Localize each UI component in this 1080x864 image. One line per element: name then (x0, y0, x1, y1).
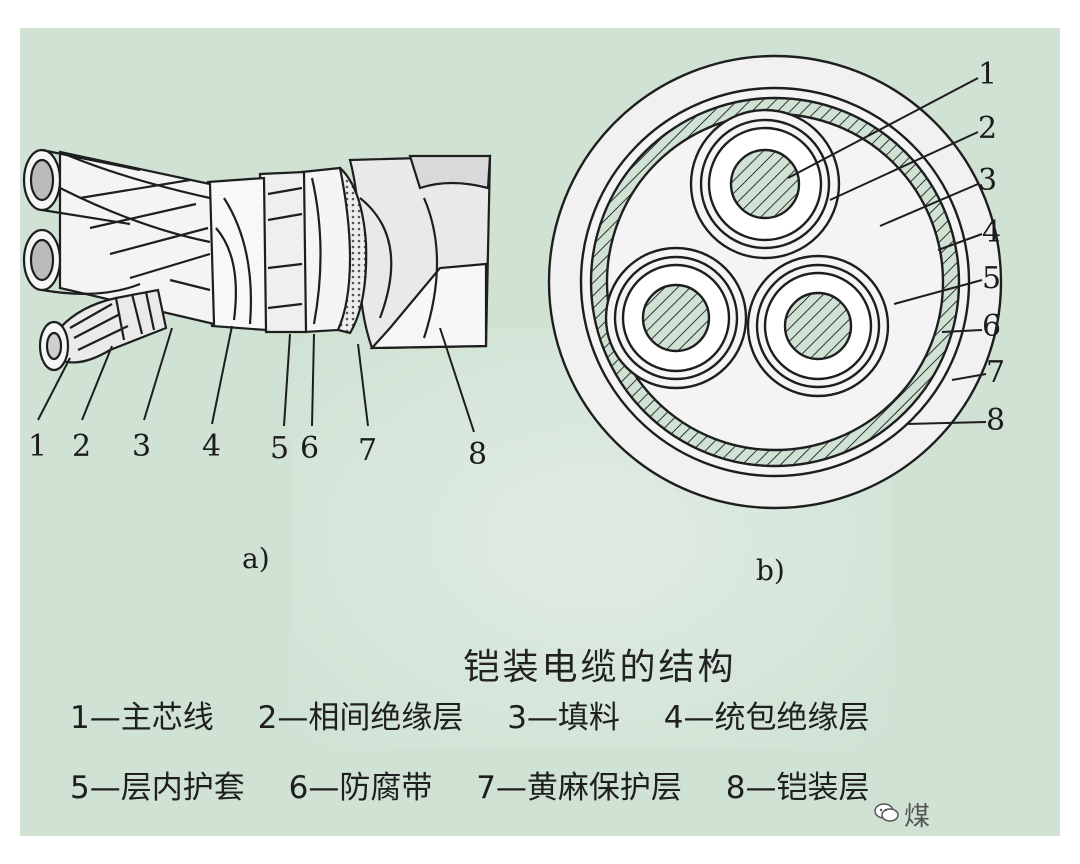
fig-b-sublabel: b) (756, 554, 785, 587)
caption-title: 铠装电缆的结构 (463, 647, 737, 688)
fig-a-sublabel: a) (242, 542, 270, 575)
fig-b-label-4: 4 (982, 215, 1001, 250)
legend-row-2: 5—层内护套 6—防腐带 7—黄麻保护层 8—铠装层 (70, 762, 904, 807)
fig-b-label-6: 6 (982, 309, 1001, 344)
fig-b-label-1: 1 (978, 57, 997, 92)
legend-item-inner-sheath: 5—层内护套 (70, 770, 245, 806)
legend-item-phase-insulation: 2—相间绝缘层 (257, 700, 464, 736)
fig-a-label-7: 7 (358, 433, 377, 468)
legend-item-anticorrosion-band: 6—防腐带 (288, 770, 433, 806)
fig-b-label-8: 8 (986, 403, 1005, 438)
legend-item-armour-layer: 8—铠装层 (725, 770, 870, 806)
figure-b-cross-section (547, 54, 1003, 510)
figure-a-cutaway (22, 148, 492, 372)
cable-figures: 1 2 3 4 5 6 7 8 a) (22, 54, 1005, 587)
fig-a-label-2: 2 (72, 429, 91, 464)
legend-item-jute-layer: 7—黄麻保护层 (476, 770, 682, 806)
fig-b-label-3: 3 (978, 163, 997, 198)
fig-b-label-2: 2 (978, 111, 997, 146)
legend-item-belt-insulation: 4—统包绝缘层 (663, 700, 870, 736)
fig-b-label-5: 5 (982, 261, 1001, 296)
fig-a-label-4: 4 (202, 429, 221, 464)
legend-item-filler: 3—填料 (507, 700, 620, 736)
fig-a-label-1: 1 (28, 429, 47, 464)
legend-item-main-core: 1—主芯线 (70, 700, 214, 736)
fig-b-label-7: 7 (986, 355, 1005, 390)
watermark-text: 煤 (904, 802, 931, 832)
wechat-icon (874, 803, 899, 822)
legend-row-1: 1—主芯线 2—相间绝缘层 3—填料 4—统包绝缘层 (70, 692, 904, 737)
fig-a-label-5: 5 (270, 431, 289, 466)
fig-a-label-8: 8 (468, 437, 487, 472)
fig-a-label-6: 6 (300, 431, 319, 466)
fig-a-label-3: 3 (132, 429, 151, 464)
figure-b-leaders (787, 77, 987, 425)
figure-a-leaders (37, 325, 475, 433)
